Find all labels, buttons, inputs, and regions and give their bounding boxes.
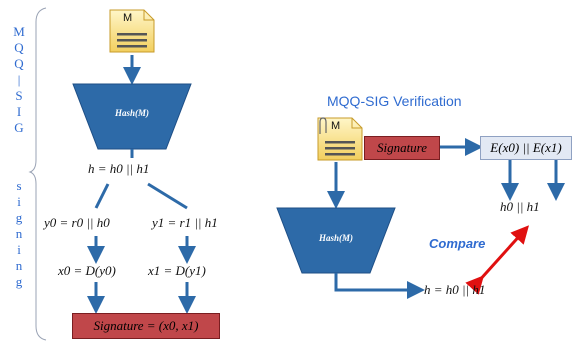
x0-equation: x0 = D(y0) [58,263,116,278]
brace-signing [35,184,47,341]
compare-arrow [465,225,530,295]
x1-equation: x1 = D(y1) [148,263,206,278]
label-letter: n [15,258,23,273]
compare-label: Compare [429,236,486,251]
y0-equation: y0 = r0 || h0 [44,215,110,230]
hash-block-left [72,83,192,150]
hash-label-right: Hash(M) [318,233,353,243]
verification-title: MQQ-SIG Verification [327,93,462,109]
signature-box: Signature = (x0, x1) [72,313,220,339]
brace-mqq-sig [28,7,47,185]
encryption-box: E(x0) || E(x1) [480,136,572,160]
label-letter: s [16,178,22,193]
label-letter: i [17,242,21,257]
signing-vertical-label: s i g n i n g [11,178,27,290]
h-parts: h0 || h1 [500,199,540,214]
label-letter: g [15,210,23,225]
label-letter: I [16,104,22,119]
hash-label-left: Hash(M) [114,108,149,118]
split-left-line [94,183,110,209]
label-letter: g [15,274,23,289]
h-split-equation: h = h0 || h1 [88,161,150,176]
label-letter: M [13,24,25,39]
label-letter: n [15,226,23,241]
h-equation-verification: h = h0 || h1 [424,282,486,297]
label-letter: G [14,120,24,135]
paperclip-icon [319,117,327,134]
label-letter: S [15,88,23,103]
split-right-line [147,182,188,210]
label-letter: i [17,194,21,209]
document-icon-verification [317,117,363,161]
hash-block-right [276,207,396,274]
label-letter: | [17,72,21,87]
doc-letter: M [123,12,133,24]
signature-box-verification: Signature [364,136,440,160]
label-letter: Q [14,40,24,55]
mqq-sig-vertical-label: M Q Q | S I G [11,24,27,136]
label-letter: Q [14,56,24,71]
document-icon [109,9,155,53]
doc-letter-verification: M [331,120,341,132]
y1-equation: y1 = r1 || h1 [152,215,218,230]
hash-output-arrow [334,273,425,299]
